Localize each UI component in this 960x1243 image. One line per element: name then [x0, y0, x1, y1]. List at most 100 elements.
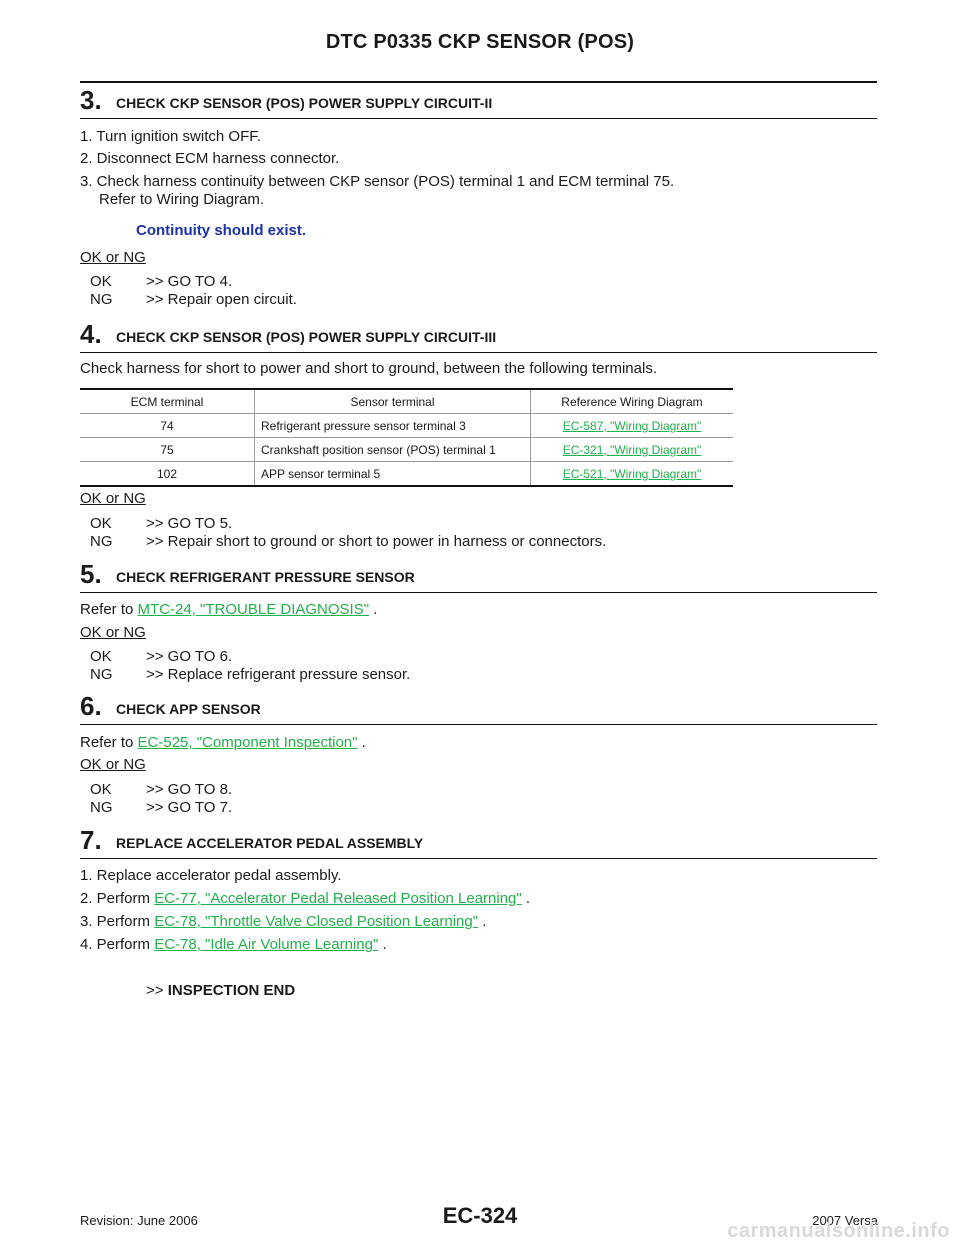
- inspection-end: >> INSPECTION END: [146, 982, 295, 1000]
- step-3-item-3-cont: Refer to Wiring Diagram.: [99, 191, 265, 208]
- step-5-ok-ng-label: OK or NG: [80, 624, 146, 641]
- item-prefix: 4. Perform: [80, 936, 155, 953]
- step-4-ok-ng-label: OK or NG: [80, 490, 146, 507]
- header-rule: [80, 81, 877, 83]
- trouble-diagnosis-link[interactable]: MTC-24, "TROUBLE DIAGNOSIS": [137, 601, 370, 618]
- step-7-rule: [80, 858, 877, 859]
- ng-key: NG: [90, 666, 113, 683]
- idle-air-volume-learning-link[interactable]: EC-78, "Idle Air Volume Learning": [154, 936, 379, 953]
- item-suffix: .: [378, 936, 387, 953]
- ecm-terminal-cell: 102: [80, 461, 255, 487]
- item-suffix: .: [478, 913, 487, 930]
- ok-text: >> GO TO 8.: [146, 781, 233, 798]
- step-5-rule: [80, 592, 877, 593]
- step-3-item-2: 2. Disconnect ECM harness connector.: [80, 150, 340, 167]
- refer-suffix: .: [369, 601, 378, 618]
- step-6-ok-result: OK >> GO TO 8.: [90, 780, 232, 799]
- step-4-number: 4.: [80, 319, 102, 349]
- refer-suffix: .: [357, 734, 366, 751]
- terminal-table: ECM terminal Sensor terminal Reference W…: [80, 388, 733, 487]
- step-5-ng-result: NG >> Replace refrigerant pressure sensor…: [90, 665, 410, 684]
- item-suffix: .: [521, 890, 531, 907]
- step-4-rule: [80, 352, 877, 353]
- item-prefix: 2. Perform: [80, 890, 155, 907]
- ok-key: OK: [90, 515, 112, 532]
- ng-text: >> Replace refrigerant pressure sensor.: [146, 666, 411, 683]
- ng-key: NG: [90, 799, 113, 816]
- step-6-number: 6.: [80, 691, 102, 721]
- ng-text: >> Repair open circuit.: [146, 291, 297, 308]
- ok-text: >> GO TO 5.: [146, 515, 233, 532]
- table-row: 102 APP sensor terminal 5 EC-521, "Wirin…: [80, 461, 733, 487]
- ng-key: NG: [90, 533, 113, 550]
- ng-text: >> Repair short to ground or short to po…: [146, 533, 607, 550]
- step-6-rule: [80, 724, 877, 725]
- step-5-number: 5.: [80, 559, 102, 589]
- table-header-reference: Reference Wiring Diagram: [530, 388, 733, 414]
- step-7-item-3: 3. Perform EC-78, "Throttle Valve Closed…: [80, 913, 486, 931]
- throttle-valve-learning-link[interactable]: EC-78, "Throttle Valve Closed Position L…: [154, 913, 479, 930]
- step-7-item-4: 4. Perform EC-78, "Idle Air Volume Learn…: [80, 936, 387, 954]
- step-3-ok-ng-label: OK or NG: [80, 249, 146, 266]
- step-3-item-1: 1. Turn ignition switch OFF.: [80, 128, 261, 145]
- ok-text: >> GO TO 4.: [146, 273, 233, 290]
- ecm-terminal-cell: 74: [80, 413, 255, 438]
- step-6-ok-ng-label: OK or NG: [80, 756, 146, 773]
- step-3-ok-result: OK >> GO TO 4.: [90, 272, 232, 291]
- step-7-number: 7.: [80, 825, 102, 855]
- table-header-sensor-terminal: Sensor terminal: [254, 388, 531, 414]
- sensor-terminal-cell: APP sensor terminal 5: [254, 461, 531, 487]
- step-6-refer: Refer to EC-525, "Component Inspection" …: [80, 734, 366, 752]
- step-3-header: 3. CHECK CKP SENSOR (POS) POWER SUPPLY C…: [80, 79, 877, 119]
- step-5-refer: Refer to MTC-24, "TROUBLE DIAGNOSIS" .: [80, 601, 377, 619]
- step-7-header: 7. REPLACE ACCELERATOR PEDAL ASSEMBLY: [80, 819, 877, 859]
- step-3-number: 3.: [80, 85, 102, 115]
- step-4-intro: Check harness for short to power and sho…: [80, 360, 657, 377]
- step-5-ok-result: OK >> GO TO 6.: [90, 647, 232, 666]
- step-6-header: 6. CHECK APP SENSOR: [80, 685, 877, 725]
- table-row: 74 Refrigerant pressure sensor terminal …: [80, 413, 733, 438]
- step-7-item-2: 2. Perform EC-77, "Accelerator Pedal Rel…: [80, 890, 530, 908]
- table-header-ecm-terminal: ECM terminal: [80, 388, 255, 414]
- ok-key: OK: [90, 273, 112, 290]
- step-7-item-1: 1. Replace accelerator pedal assembly.: [80, 867, 342, 884]
- revision-date: Revision: June 2006: [80, 1213, 198, 1228]
- step-7-title: REPLACE ACCELERATOR PEDAL ASSEMBLY: [116, 835, 424, 851]
- step-6-title: CHECK APP SENSOR: [116, 701, 261, 717]
- component-inspection-link[interactable]: EC-525, "Component Inspection": [137, 734, 358, 751]
- ng-text: >> GO TO 7.: [146, 799, 233, 816]
- watermark: carmanualsonline.info: [727, 1220, 950, 1242]
- pedal-released-learning-link[interactable]: EC-77, "Accelerator Pedal Released Posit…: [154, 890, 522, 907]
- page-number: EC-324: [442, 1203, 518, 1228]
- end-prefix: >>: [146, 982, 168, 999]
- step-5-header: 5. CHECK REFRIGERANT PRESSURE SENSOR: [80, 553, 877, 593]
- step-3-spec: Continuity should exist.: [136, 222, 307, 239]
- table-header-row: ECM terminal Sensor terminal Reference W…: [80, 388, 733, 414]
- wiring-diagram-link[interactable]: EC-321, "Wiring Diagram": [562, 442, 702, 457]
- item-prefix: 3. Perform: [80, 913, 155, 930]
- wiring-diagram-link[interactable]: EC-587, "Wiring Diagram": [562, 418, 702, 433]
- model-name: 2007 Versa: [812, 1213, 878, 1228]
- ng-key: NG: [90, 291, 113, 308]
- step-3-rule: [80, 118, 877, 119]
- ok-key: OK: [90, 648, 112, 665]
- step-4-title: CHECK CKP SENSOR (POS) POWER SUPPLY CIRC…: [116, 329, 497, 345]
- reference-cell: EC-521, "Wiring Diagram": [530, 461, 733, 487]
- step-4-ng-result: NG >> Repair short to ground or short to …: [90, 532, 606, 551]
- end-text: INSPECTION END: [167, 982, 296, 999]
- step-6-ng-result: NG >> GO TO 7.: [90, 798, 232, 817]
- ok-key: OK: [90, 781, 112, 798]
- sensor-terminal-cell: Crankshaft position sensor (POS) termina…: [254, 437, 531, 462]
- reference-cell: EC-587, "Wiring Diagram": [530, 413, 733, 438]
- wiring-diagram-link[interactable]: EC-521, "Wiring Diagram": [562, 466, 702, 481]
- step-5-title: CHECK REFRIGERANT PRESSURE SENSOR: [116, 569, 415, 585]
- ecm-terminal-cell: 75: [80, 437, 255, 462]
- step-4-ok-result: OK >> GO TO 5.: [90, 514, 232, 533]
- reference-cell: EC-321, "Wiring Diagram": [530, 437, 733, 462]
- page-title: DTC P0335 CKP SENSOR (POS): [325, 31, 635, 53]
- step-3-ng-result: NG >> Repair open circuit.: [90, 290, 297, 309]
- refer-prefix: Refer to: [80, 601, 138, 618]
- step-4-header: 4. CHECK CKP SENSOR (POS) POWER SUPPLY C…: [80, 313, 877, 353]
- step-3-item-3: 3. Check harness continuity between CKP …: [80, 173, 675, 190]
- ok-text: >> GO TO 6.: [146, 648, 233, 665]
